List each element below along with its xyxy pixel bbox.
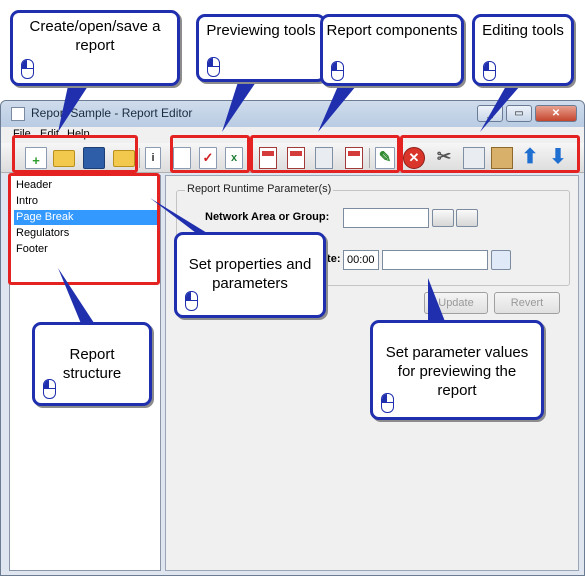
structure-highlight (8, 173, 160, 285)
mouse-icon (331, 61, 344, 81)
new-report-button[interactable]: + (25, 147, 47, 169)
minimize-button[interactable]: _ (477, 105, 503, 122)
tree-item-footer[interactable]: Footer (16, 243, 48, 255)
export-pdf-button[interactable]: ✓ (199, 147, 217, 169)
tree-item-regulators[interactable]: Regulators (16, 227, 70, 239)
add-footer-button[interactable] (345, 147, 363, 169)
title-bar[interactable]: Report Sample - Report Editor _ ▭ ✕ (1, 101, 584, 127)
app-icon (11, 107, 25, 121)
properties-button[interactable]: i (145, 147, 161, 169)
callout-previewing: Previewing tools (196, 14, 326, 82)
file-tools-highlight (12, 135, 138, 173)
update-button[interactable]: Update (424, 292, 488, 314)
clear-network-button[interactable] (456, 209, 478, 227)
export-excel-button[interactable]: x (225, 147, 243, 169)
callout-values-text: Set parameter values for previewing the … (385, 344, 529, 399)
scissors-icon: ✂ (436, 147, 452, 166)
mouse-icon (21, 59, 34, 79)
tree-item-header[interactable]: Header (16, 179, 53, 191)
mouse-icon (483, 61, 496, 81)
close-button[interactable]: ✕ (535, 105, 577, 122)
network-area-input[interactable] (343, 208, 429, 228)
preview-button[interactable] (173, 147, 191, 169)
callout-create-text: Create/open/save a report (29, 18, 161, 54)
save-report-button[interactable] (83, 147, 105, 169)
calendar-button[interactable] (491, 250, 511, 270)
group-title: Report Runtime Parameter(s) (185, 183, 334, 195)
callout-properties: Set properties and parameters (174, 232, 326, 318)
callout-editing-text: Editing tools (482, 22, 564, 39)
move-up-button[interactable]: ⬆ (519, 147, 541, 169)
date-input[interactable] (382, 250, 488, 270)
preview-tools-highlight (170, 135, 250, 173)
network-area-label: Network Area or Group: (205, 211, 330, 223)
delete-icon: ✕ (408, 150, 420, 165)
new-document-icon: + (32, 153, 40, 168)
callout-previewing-text: Previewing tools (206, 22, 316, 39)
revert-button[interactable]: Revert (494, 292, 560, 314)
tree-item-page-break[interactable]: Page Break (14, 210, 158, 225)
callout-components: Report components (320, 14, 464, 86)
add-page-break-button[interactable] (287, 147, 305, 169)
callout-create: Create/open/save a report (10, 10, 180, 86)
add-regulators-button[interactable] (315, 147, 333, 169)
copy-button[interactable] (463, 147, 485, 169)
save-as-folder-button[interactable] (113, 150, 135, 167)
excel-icon: x (230, 152, 238, 164)
tree-item-intro[interactable]: Intro (16, 195, 39, 207)
editing-tools-highlight (400, 135, 580, 173)
callout-editing: Editing tools (472, 14, 574, 86)
add-header-button[interactable] (259, 147, 277, 169)
pencil-icon: ✎ (378, 149, 392, 166)
edit-button[interactable]: ✎ (375, 147, 395, 169)
pdf-icon: ✓ (202, 150, 214, 165)
open-report-button[interactable] (53, 150, 75, 167)
callout-components-text: Report components (326, 22, 458, 39)
browse-network-button[interactable] (432, 209, 454, 227)
time-input[interactable]: 00:00 (343, 250, 379, 270)
window-title: Report Sample - Report Editor (31, 106, 193, 120)
arrow-up-icon: ⬆ (521, 146, 539, 168)
mouse-icon (43, 379, 56, 399)
cut-button[interactable]: ✂ (433, 147, 455, 169)
callout-structure-text: Report structure (62, 346, 122, 382)
move-down-button[interactable]: ⬇ (547, 147, 569, 169)
delete-button[interactable]: ✕ (403, 147, 425, 169)
paste-button[interactable] (491, 147, 513, 169)
mouse-icon (185, 291, 198, 311)
info-document-icon: i (151, 152, 155, 164)
callout-structure: Report structure (32, 322, 152, 406)
runtime-parameters-group: Report Runtime Parameter(s) Network Area… (176, 183, 570, 286)
callout-properties-text: Set properties and parameters (188, 256, 312, 292)
mouse-icon (207, 57, 220, 77)
mouse-icon (381, 393, 394, 413)
toolbar-separator (369, 148, 370, 168)
arrow-down-icon: ⬇ (549, 146, 567, 168)
component-tools-highlight (250, 135, 400, 173)
toolbar: + i ✓ x ✎ ✕ ✂ ⬆ ⬇ (1, 143, 584, 173)
callout-values: Set parameter values for previewing the … (370, 320, 544, 420)
toolbar-separator (139, 148, 140, 168)
maximize-button[interactable]: ▭ (506, 105, 532, 122)
